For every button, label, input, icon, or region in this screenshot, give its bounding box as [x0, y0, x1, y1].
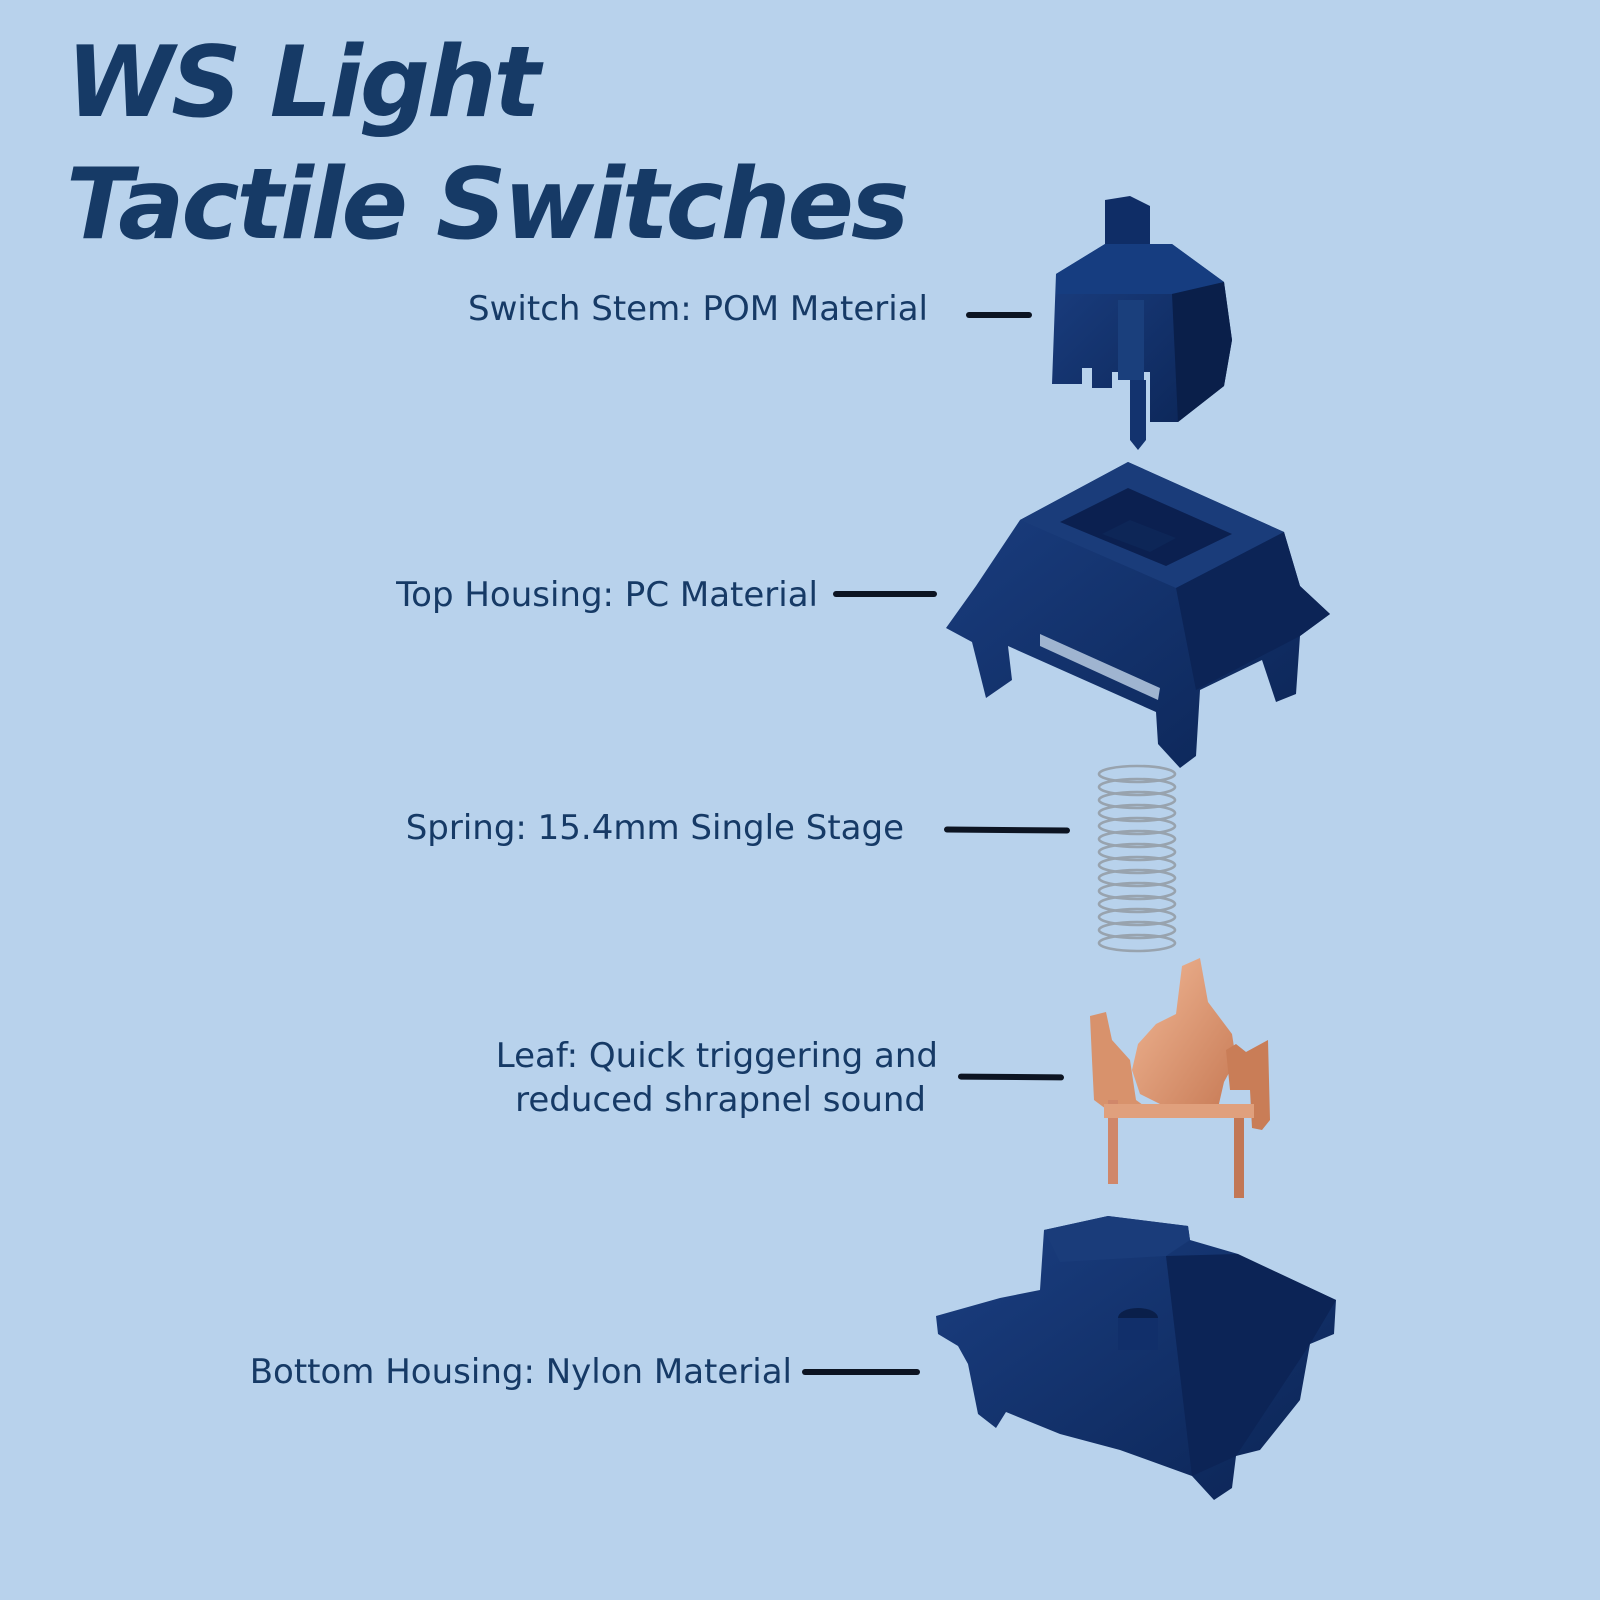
- switch-stem-part: [1052, 196, 1232, 450]
- leaf-part: [1090, 958, 1270, 1198]
- spring-part: [1099, 766, 1175, 951]
- bottom-housing-part: [936, 1216, 1336, 1500]
- top-housing-part: [946, 462, 1330, 768]
